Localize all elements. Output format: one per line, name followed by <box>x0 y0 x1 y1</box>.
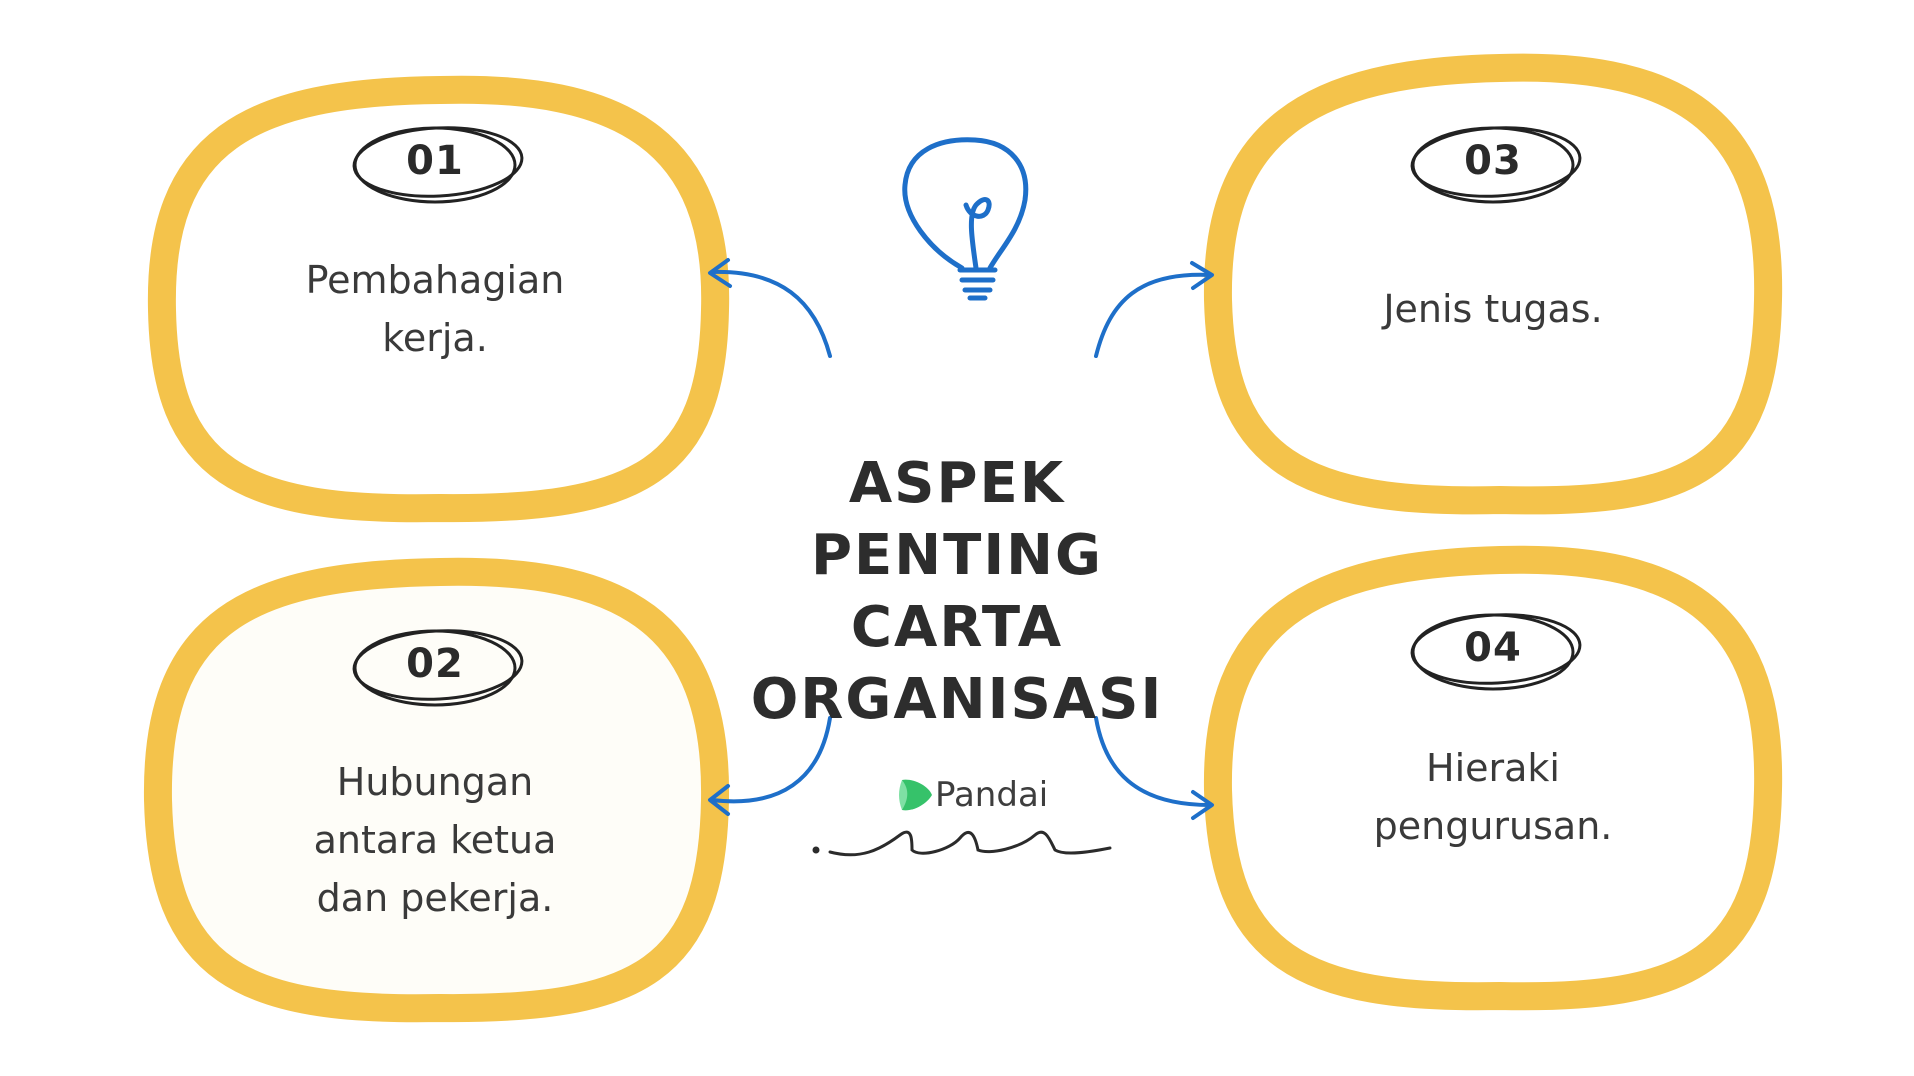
title-line: CARTA <box>850 595 1064 660</box>
number-label-03: 03 <box>1464 138 1522 184</box>
number-oval-03 <box>1410 126 1582 204</box>
item-03-text: Jenis tugas. <box>1263 280 1723 338</box>
item-02-text: Hubungan antara ketua dan pekerja. <box>205 753 665 927</box>
text-line: Pembahagian <box>305 258 565 302</box>
number-oval-04 <box>1410 613 1582 691</box>
pandai-logo-text: Pandai <box>935 775 1049 815</box>
blob-03 <box>1203 53 1783 515</box>
title-line: ORGANISASI <box>750 667 1164 732</box>
number-oval-01 <box>352 126 524 204</box>
text-line: Hubungan <box>336 760 534 804</box>
arrow-icon <box>1094 261 1214 358</box>
arrow-icon <box>1094 716 1214 820</box>
text-line: antara ketua <box>313 818 557 862</box>
blob-01 <box>147 75 730 523</box>
item-04-text: Hieraki pengurusan. <box>1263 739 1723 855</box>
text-line: Hieraki <box>1426 746 1560 790</box>
arrow-icon <box>708 716 832 816</box>
number-label-04: 04 <box>1464 625 1522 671</box>
central-title: ASPEK PENTING CARTA ORGANISASI <box>707 448 1207 736</box>
text-line: pengurusan. <box>1373 804 1613 848</box>
lightbulb-icon <box>902 137 1029 301</box>
item-01-text: Pembahagian kerja. <box>205 251 665 367</box>
text-line: Jenis tugas. <box>1383 287 1603 331</box>
wave-squiggle-icon <box>812 830 1112 857</box>
blob-04 <box>1203 545 1783 1011</box>
arrow-icon <box>708 258 832 358</box>
number-oval-02 <box>352 629 524 707</box>
pandai-leaf-icon <box>899 779 932 811</box>
number-label-01: 01 <box>406 138 464 184</box>
blob-02 <box>143 557 730 1023</box>
text-line: dan pekerja. <box>316 876 554 920</box>
text-line: kerja. <box>382 316 488 360</box>
title-line: ASPEK PENTING <box>810 451 1104 588</box>
number-label-02: 02 <box>406 641 464 687</box>
